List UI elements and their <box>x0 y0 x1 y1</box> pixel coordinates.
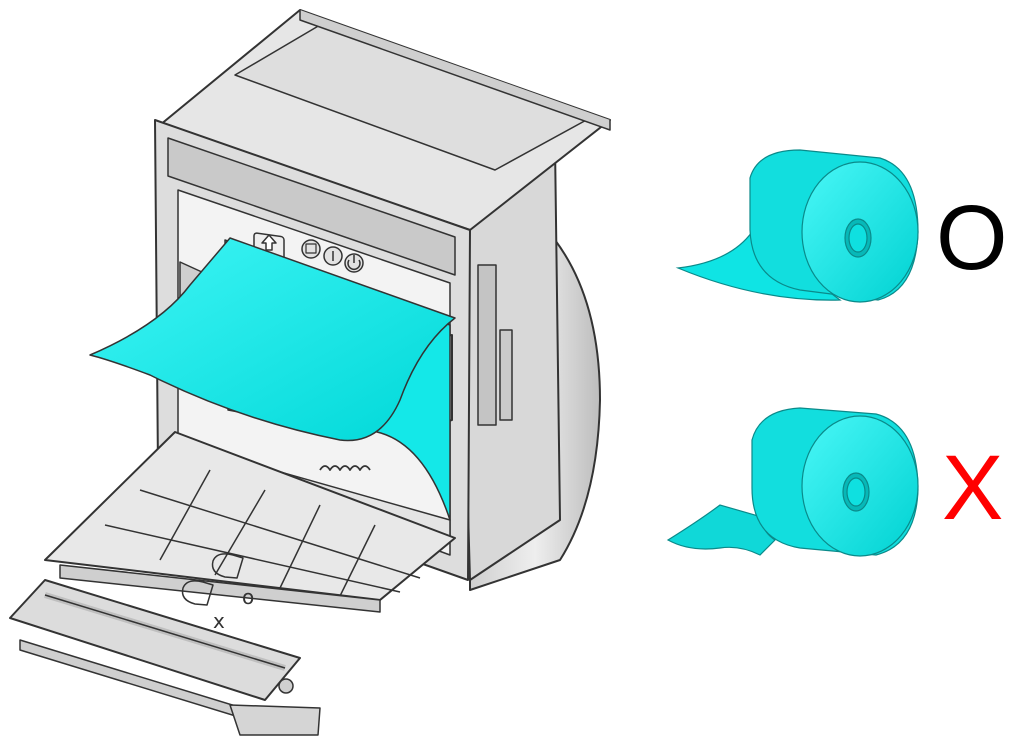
wrong-mark: X <box>942 437 1004 539</box>
paper-sheet-front <box>89 237 456 442</box>
paper-feed-icon <box>261 234 277 251</box>
paper-icon <box>301 239 321 259</box>
tray-symbol-wrong: x <box>213 609 225 633</box>
printer-illustration: △ o x <box>9 9 611 736</box>
tray-ribs <box>104 469 421 597</box>
correct-mark: O <box>936 187 1008 289</box>
tray-symbol-correct: o <box>242 585 254 609</box>
paper-roll-wrong <box>666 407 919 557</box>
tray-front-lip <box>9 579 301 701</box>
control-panel-bezel <box>167 137 456 276</box>
paper-roll-correct <box>675 149 919 303</box>
print-head-spring <box>319 465 371 471</box>
tray-symbols <box>181 553 244 606</box>
